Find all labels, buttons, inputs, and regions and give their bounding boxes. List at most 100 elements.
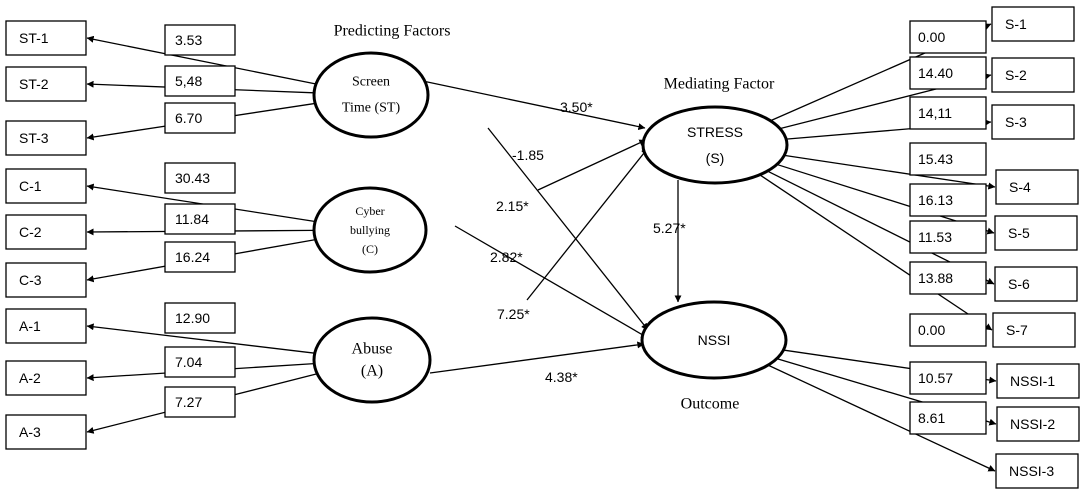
indicator-value: 7.27 xyxy=(175,394,202,410)
path-coefficient: 7.25* xyxy=(497,306,530,322)
indicator-value: 7.04 xyxy=(175,354,202,370)
latent-label-nssi: NSSI xyxy=(698,332,731,348)
indicator-box-a-1 xyxy=(5,308,87,344)
loading-arrow-s-7 xyxy=(759,174,993,331)
indicator-box-s-4 xyxy=(995,169,1079,205)
indicator-label: S-6 xyxy=(1008,276,1030,292)
indicator-label: S-3 xyxy=(1005,114,1027,130)
indicator-label: NSSI-3 xyxy=(1009,463,1054,479)
indicator-box-st-3 xyxy=(5,120,87,156)
heading-predicting-factors: Predicting Factors xyxy=(334,23,451,40)
indicator-box-a-2 xyxy=(5,360,87,396)
indicator-box-c-1 xyxy=(5,168,87,204)
value-box xyxy=(164,24,236,56)
indicator-value: 11.53 xyxy=(918,229,952,245)
indicator-label: S-1 xyxy=(1005,16,1027,32)
value-box xyxy=(164,346,236,378)
indicator-label: S-4 xyxy=(1009,179,1031,195)
indicator-box-s-6 xyxy=(994,266,1078,302)
value-box xyxy=(164,241,236,273)
loading-arrow-a-1 xyxy=(86,323,315,354)
indicator-label: NSSI-2 xyxy=(1010,416,1055,432)
path-coefficient: 3.50* xyxy=(560,99,593,115)
indicator-box-nssi-1 xyxy=(996,363,1080,399)
value-box xyxy=(164,203,236,235)
value-box xyxy=(909,20,987,54)
path-coefficient: 2.82* xyxy=(490,249,523,265)
indicator-value: 10.57 xyxy=(918,370,953,386)
path-arrow-1 xyxy=(487,127,649,331)
latent-label-st: Time (ST) xyxy=(342,101,401,116)
indicator-value: 16.24 xyxy=(175,249,210,265)
value-box xyxy=(164,302,236,334)
indicator-value: 0.00 xyxy=(918,322,945,338)
indicator-value: 11.84 xyxy=(175,211,209,227)
indicator-box-s-5 xyxy=(994,215,1078,251)
value-box xyxy=(909,313,987,347)
indicator-box-s-3 xyxy=(991,104,1075,140)
value-box xyxy=(164,102,236,134)
indicator-box-s-1 xyxy=(991,6,1075,42)
path-arrow-0 xyxy=(417,79,646,131)
value-box xyxy=(909,220,987,254)
path-coefficient: 2.15* xyxy=(496,198,529,214)
indicator-value: 3.53 xyxy=(175,32,202,48)
indicator-label: A-1 xyxy=(19,318,41,334)
latent-label-cb: bullying xyxy=(350,223,390,237)
latent-nssi xyxy=(640,300,788,380)
latent-ab xyxy=(312,316,432,404)
value-box xyxy=(909,361,987,395)
indicator-value: 0.00 xyxy=(918,29,945,45)
heading-outcome: Outcome xyxy=(681,396,740,413)
value-box xyxy=(909,183,987,217)
path-coefficient: 4.38* xyxy=(545,369,578,385)
indicator-label: A-3 xyxy=(19,424,41,440)
indicator-label: A-2 xyxy=(19,370,41,386)
indicator-box-st-2 xyxy=(5,66,87,102)
indicator-box-c-3 xyxy=(5,262,87,298)
indicator-value: 16.13 xyxy=(918,192,953,208)
path-coefficient: 5.27* xyxy=(653,220,686,236)
path-coefficient: -1.85 xyxy=(512,147,544,163)
indicator-box-st-1 xyxy=(5,20,87,56)
indicator-box-s-7 xyxy=(992,312,1076,348)
latent-label-stress: STRESS xyxy=(687,124,743,140)
value-box xyxy=(909,96,987,130)
indicator-label: C-3 xyxy=(19,272,42,288)
indicator-box-nssi-3 xyxy=(995,453,1079,489)
loading-arrow-nssi-3 xyxy=(767,364,996,472)
indicator-value: 13.88 xyxy=(918,270,953,286)
indicator-label: S-5 xyxy=(1008,225,1030,241)
latent-label-st: Screen xyxy=(352,75,390,90)
path-arrow-2 xyxy=(537,139,647,191)
indicator-box-s-2 xyxy=(991,57,1075,93)
path-arrow-4 xyxy=(526,147,649,301)
value-box xyxy=(909,56,987,90)
value-box xyxy=(164,386,236,418)
value-box xyxy=(909,401,987,435)
indicator-label: C-2 xyxy=(19,224,42,240)
indicator-label: NSSI-1 xyxy=(1010,373,1055,389)
indicator-label: S-7 xyxy=(1006,322,1028,338)
indicator-label: S-2 xyxy=(1005,67,1027,83)
latent-stress xyxy=(641,105,789,185)
diagram-shapes xyxy=(5,6,1080,489)
indicator-value: 5,48 xyxy=(175,73,202,89)
loading-arrow-st-1 xyxy=(86,35,317,85)
indicator-value: 14.40 xyxy=(918,65,953,81)
indicator-box-nssi-2 xyxy=(996,406,1080,442)
latent-label-cb: Cyber xyxy=(355,204,384,218)
indicator-label: ST-1 xyxy=(19,30,49,46)
indicator-value: 6.70 xyxy=(175,110,202,126)
latent-st xyxy=(312,51,430,139)
loading-arrow-s-4 xyxy=(784,154,996,190)
indicator-label: ST-2 xyxy=(19,76,49,92)
latent-label-cb: (C) xyxy=(362,242,378,256)
latent-label-stress: (S) xyxy=(706,150,725,166)
indicator-box-c-2 xyxy=(5,214,87,250)
indicator-value: 15.43 xyxy=(918,151,953,167)
value-box xyxy=(164,65,236,97)
indicator-value: 14,11 xyxy=(918,105,952,121)
